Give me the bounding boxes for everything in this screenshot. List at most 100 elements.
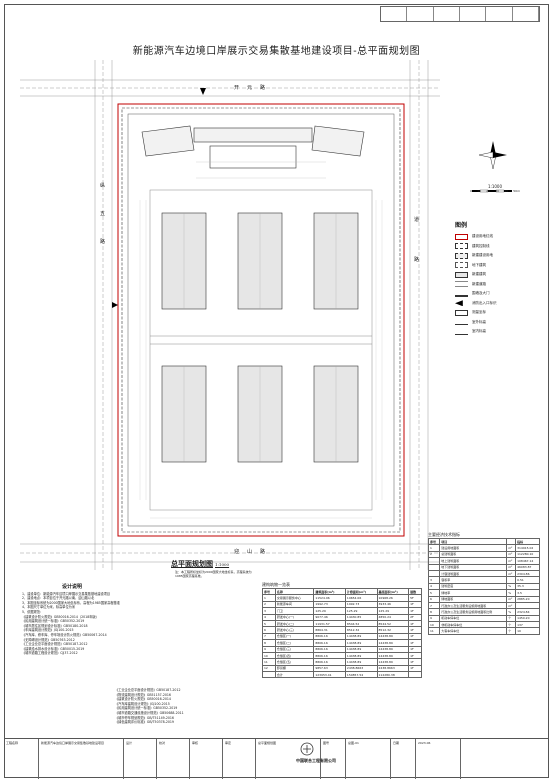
title-block-cell: 校对 <box>157 739 190 779</box>
note-line: 2、建设地点：本项目位于开元路以南，迎山路以北 <box>22 596 95 601</box>
standard-line: 《物流建筑设计规范》GB51157-2016 <box>115 692 171 697</box>
west-entrance-arrow <box>112 302 118 308</box>
legend-swatch-icon <box>455 262 468 269</box>
legend-swatch-icon <box>455 281 468 288</box>
legend-label: 建设用地红线 <box>472 234 493 239</box>
legend-label: 新建道路 <box>472 281 486 286</box>
table-cell: 个 <box>506 627 517 635</box>
legend-swatch-icon <box>455 291 468 297</box>
table-cell: 112280.38 <box>376 671 410 679</box>
standard-line: 《民用建筑设计统一标准》GB50352-2019 <box>115 706 178 711</box>
table-cell: 11 <box>427 627 441 635</box>
note-line: 《汽车库、修车库、停车场设计防火规范》GB50067-2014 <box>22 632 107 637</box>
scale-bar <box>472 189 512 193</box>
legend-item: 建筑控制线 <box>455 242 525 252</box>
note-line: 《工业企业总平面设计规范》GB50187-2012 <box>22 642 88 647</box>
table-cell <box>262 671 276 679</box>
legend-item: 围墙及大门 <box>455 289 525 299</box>
note-line: 《城市道路工程设计规范》CJJ37-2012 <box>22 651 78 656</box>
legend-label: 地下建筑 <box>472 262 486 267</box>
table-cell: 大客车停车位 <box>439 627 508 635</box>
note-line: 3、本图坐标系统为2000国家大地坐标系，高程为1985国家高程基准 <box>22 600 120 605</box>
company-logo-icon <box>300 742 314 756</box>
legend-item: 室内标高 <box>455 327 525 337</box>
table-cell <box>408 671 422 679</box>
legend-swatch-icon <box>455 329 468 335</box>
note-line: 《城市居住区规划设计标准》GB50180-2018 <box>22 623 88 628</box>
site-boundary <box>117 103 405 537</box>
road-lines <box>20 60 440 570</box>
legend-label: 测量坐标 <box>472 310 486 315</box>
legend-swatch-icon <box>455 243 468 250</box>
north-entrance-arrow <box>200 88 206 95</box>
legend-item: 建设用地红线 <box>455 232 525 242</box>
revision-bar <box>380 6 540 22</box>
legend-label: 建筑控制线 <box>472 243 490 248</box>
title-block-cell: 审核 <box>190 739 223 779</box>
north-arrow-icon <box>478 141 507 170</box>
standard-line: 《城市道路交通设施设计规范》GB50688-2011 <box>115 710 184 715</box>
title-block-cell: 日期 <box>391 739 416 779</box>
standard-line: 《工业企业总平面设计规范》GB50187-2012 <box>115 688 181 692</box>
note-line: 《无障碍设计规范》GB50763-2012 <box>22 637 75 642</box>
legend: 图例 建设用地红线建筑控制线新建建设用地地下建筑新建建筑新建道路围墙及大门消防出… <box>455 220 525 337</box>
legend-swatch-icon <box>455 252 468 259</box>
legend-label: 围墙及大门 <box>472 291 490 296</box>
title-block-cell: 总图-01 <box>346 739 391 779</box>
plan-note: 注：本工程所标坐标为2000国家大地坐标系，高程系统为1985国家高程基准。 <box>175 570 252 578</box>
legend-item: 新建道路 <box>455 280 525 290</box>
legend-item: 室外标高 <box>455 318 525 328</box>
service-center <box>141 125 365 169</box>
standard-line: 《绿色建筑评价标准》GB/T50378-2019 <box>115 720 174 725</box>
legend-item: 地下建筑 <box>455 261 525 271</box>
legend-label: 新建建设用地 <box>472 253 493 258</box>
title-block-cell: 图号 <box>321 739 346 779</box>
table-cell: 合计 <box>274 671 315 679</box>
title-block-cell: 2023.06 <box>416 739 461 779</box>
standard-line: 《汽车库建筑设计规范》JGJ100-2015 <box>115 701 170 706</box>
title-block-cell: 审定 <box>223 739 256 779</box>
legend-swatch-icon <box>455 233 468 240</box>
drawing-title: 新能源汽车边境口岸展示交易集散基地建设项目-总平面规划图 <box>132 46 421 57</box>
legend-swatch-icon <box>455 271 468 278</box>
standard-line: 《建筑设计防火规范》GB50016-2014 <box>115 697 171 702</box>
legend-item: 新建建设用地 <box>455 251 525 261</box>
title-block-cell: 设计 <box>124 739 157 779</box>
note-line: 5、依据规范： <box>22 609 44 614</box>
building-table-caption: 建构筑物一览表 <box>262 582 290 587</box>
title-block-cell: 总平面规划图 <box>256 739 321 779</box>
note-line: 《民用建筑设计统一标准》GB50352-2019 <box>22 619 85 624</box>
table-cell: 123953.41 <box>313 671 346 679</box>
note-line: 4、本图尺寸单位为米，标高单位为米 <box>22 605 76 610</box>
legend-swatch-icon <box>455 319 468 326</box>
drawing-sheet <box>4 4 549 778</box>
road-west: 纵五路 <box>100 183 106 245</box>
legend-swatch-icon <box>455 309 468 316</box>
title-block: 工程名称新能源汽车边境口岸展示交易集散基地建设项目设计校对审核审定总平面规划图图… <box>4 738 549 779</box>
legend-label: 室内标高 <box>472 329 486 334</box>
standards-list: 《工业企业总平面设计规范》GB50187-2012《物流建筑设计规范》GB511… <box>115 688 225 725</box>
title-block-cell: 新能源汽车边境口岸展示交易集散基地建设项目 <box>39 739 124 779</box>
indicator-table-caption: 主要经济技术指标 <box>428 532 460 537</box>
legend-item: 新建建筑 <box>455 270 525 280</box>
table-cell: 10 <box>515 627 540 635</box>
road-north: 开 元 路 <box>234 85 265 91</box>
note-line: 《车库建筑设计规范》JGJ100-2015 <box>22 628 74 633</box>
legend-item: 消防出入口标识 <box>455 299 525 309</box>
legend-label: 新建建筑 <box>472 272 486 277</box>
legend-swatch-icon <box>455 300 463 307</box>
note-line: 1、建设单位：新能源汽车边境口岸展示交易集散基地建设项目 <box>22 591 111 596</box>
table-cell: 150857.54 <box>344 671 378 679</box>
